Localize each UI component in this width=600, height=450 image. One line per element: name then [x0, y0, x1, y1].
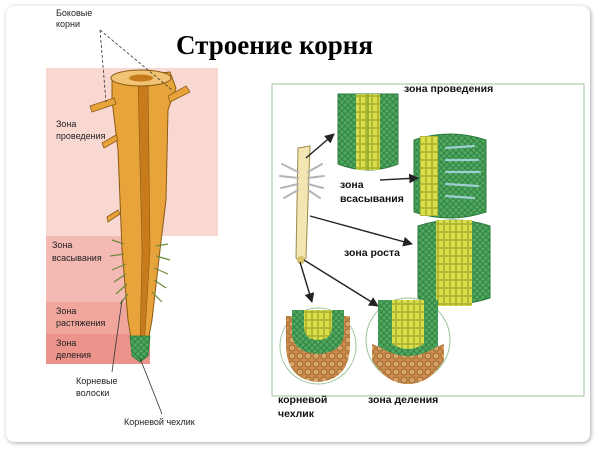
label-right-growth-zone: зона роста	[344, 247, 400, 259]
label-lateral-roots: Боковые корни	[56, 8, 95, 29]
label-right-absorption-zone: зона всасывания	[340, 179, 404, 205]
arrow-to-conduction-zone	[305, 133, 335, 159]
pointer-root-hairs	[111, 299, 123, 373]
label-root-hairs: Корневые волоски	[76, 376, 120, 398]
page-title: Строение корня	[176, 30, 373, 60]
label-left-elongation-zone: Зона растяжения	[56, 306, 106, 328]
pointer-root-cap	[139, 357, 163, 415]
label-left-conduction-zone: Зона проведения	[56, 119, 106, 141]
arrow-to-division-zone	[303, 259, 379, 307]
label-left-root-cap: Корневой чехлик	[124, 417, 195, 427]
magnified-absorption-zone	[413, 133, 487, 219]
magnified-growth-zone	[417, 219, 491, 306]
pointer-lateral-roots-1	[99, 29, 173, 91]
magnified-division-zone	[365, 297, 451, 384]
right-small-root	[279, 145, 325, 264]
label-left-division-zone: Зона деления	[56, 338, 91, 360]
magnified-conduction-zone	[337, 93, 399, 171]
label-right-root-cap: корневой чехлик	[278, 394, 330, 420]
magnified-root-cap	[279, 307, 357, 385]
arrow-to-absorption-zone	[379, 173, 419, 184]
label-right-division-zone: зона деления	[368, 394, 438, 406]
arrow-to-root-cap	[299, 261, 315, 303]
label-right-conduction-zone: зона проведения	[404, 83, 493, 95]
pointer-lateral-roots-2	[99, 29, 107, 103]
label-left-absorption-zone: Зона всасывания	[52, 240, 102, 263]
left-root-illustration	[89, 69, 191, 363]
arrow-to-growth-zone	[309, 215, 413, 247]
